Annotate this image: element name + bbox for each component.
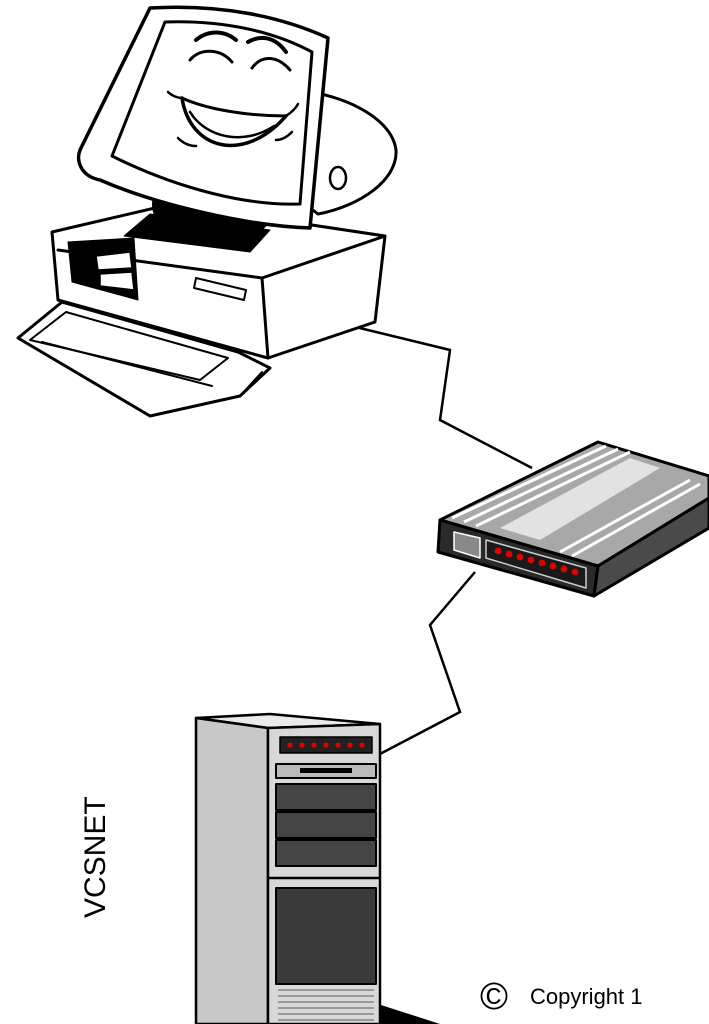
smiling-computer-icon (18, 7, 396, 416)
copyright-icon: © (480, 976, 508, 1018)
copyright-notice: © Copyright 1 (480, 975, 643, 1019)
server-name-label: VCSNET (76, 718, 116, 918)
server-drive-slot (300, 768, 352, 773)
computer-to-modem-cable (335, 322, 532, 468)
modem-icon (438, 442, 709, 596)
server-drive-bay-2 (276, 784, 376, 810)
copyright-text: Copyright 1 (530, 984, 643, 1009)
monitor-knob (330, 167, 346, 189)
server-tower-icon (196, 714, 440, 1024)
server-drive-bay-3 (276, 812, 376, 838)
server-drive-bay-4 (276, 840, 376, 866)
server-lower-panel (276, 888, 376, 984)
server-side (196, 718, 268, 1024)
modem-to-server-cable (378, 572, 475, 755)
